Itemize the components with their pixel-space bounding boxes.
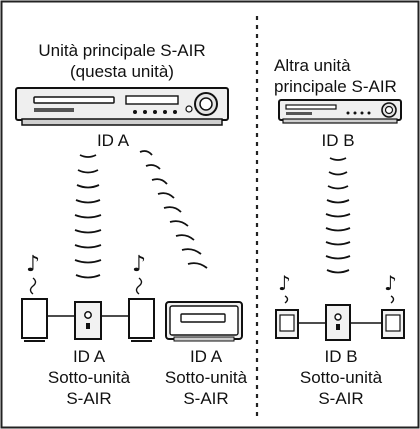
left-main-id: ID A [97, 131, 130, 150]
wireless-wave-icon [139, 150, 208, 269]
left-title-line1: Unità principale S-AIR [38, 41, 205, 60]
right-title-line2: principale S-AIR [274, 77, 397, 96]
main-unit-receiver-icon [15, 87, 229, 126]
right-sub-unit-speaker-icon [275, 304, 405, 341]
sub1-role: Sotto-unità [48, 368, 131, 387]
wireless-wave-icon [325, 157, 351, 274]
sub2-role: Sotto-unità [165, 368, 248, 387]
svg-text:♪: ♪ [384, 271, 397, 295]
right-title-line1: Altra unità [274, 56, 351, 75]
sub1-id: ID A [73, 347, 106, 366]
sub2-id: ID A [190, 347, 223, 366]
wireless-wave-icon [74, 154, 102, 279]
sub-unit-1-speaker-icon [21, 298, 155, 342]
svg-text:♪: ♪ [278, 271, 291, 295]
music-note-icon: ♪ [132, 252, 146, 295]
music-note-icon: ♪ [384, 271, 397, 304]
music-note-icon: ♪ [26, 252, 40, 295]
svg-text:♪: ♪ [132, 252, 146, 277]
right-sub-type: S-AIR [318, 389, 363, 408]
left-title-line2: (questa unità) [70, 62, 174, 81]
music-note-icon: ♪ [278, 271, 291, 304]
sub2-type: S-AIR [183, 389, 228, 408]
right-sub-id: ID B [324, 347, 357, 366]
svg-text:♪: ♪ [26, 252, 40, 277]
other-main-unit-receiver-icon [278, 99, 402, 124]
sub1-type: S-AIR [66, 389, 111, 408]
sub-unit-2-receiver-icon [165, 301, 243, 342]
right-sub-role: Sotto-unità [300, 368, 383, 387]
right-main-id: ID B [321, 131, 354, 150]
